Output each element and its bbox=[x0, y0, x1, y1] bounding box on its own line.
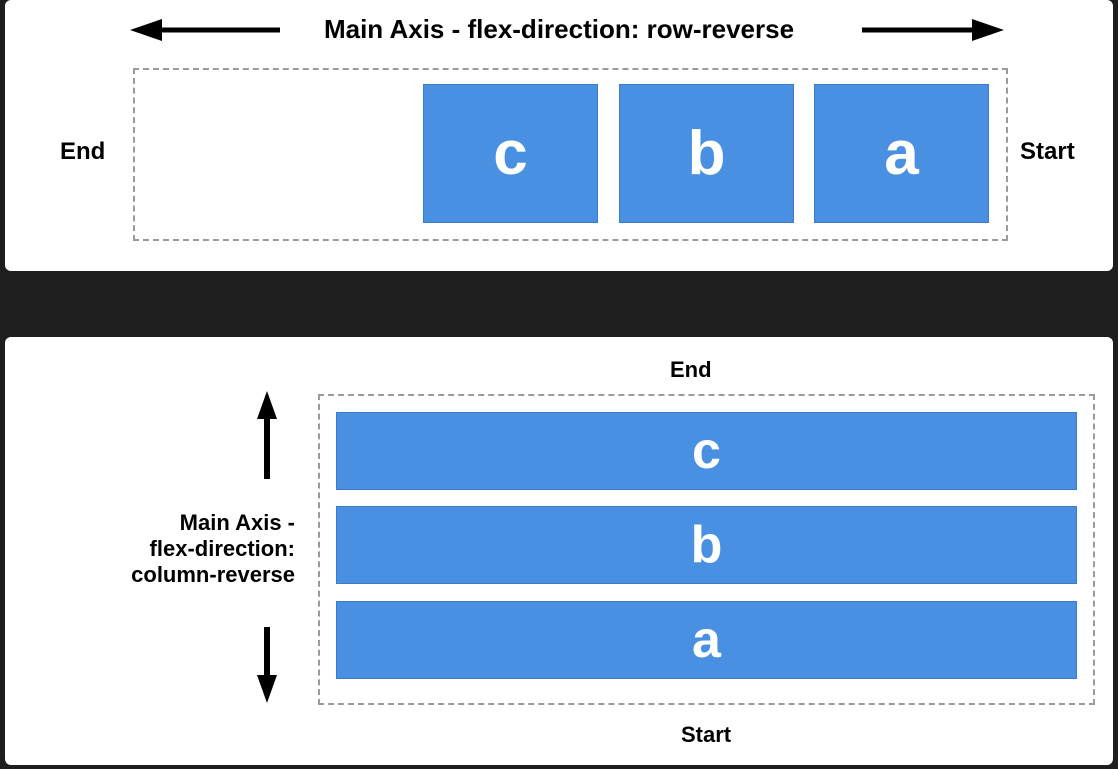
row-axis-title: Main Axis - flex-direction: row-reverse bbox=[323, 14, 795, 44]
column-item-a: a bbox=[336, 601, 1077, 679]
column-item-b: b bbox=[336, 506, 1077, 584]
column-item-c: c bbox=[336, 412, 1077, 490]
row-item-c: c bbox=[423, 84, 598, 223]
row-reverse-panel: Main Axis - flex-direction: row-reverse … bbox=[5, 0, 1113, 271]
column-start-label: Start bbox=[681, 722, 732, 747]
row-item-b: b bbox=[619, 84, 794, 223]
column-end-label: End bbox=[670, 357, 712, 382]
arrow-down-icon bbox=[257, 627, 277, 703]
column-axis-title-line-3: column-reverse bbox=[131, 562, 295, 587]
column-reverse-panel: End Main Axis - flex-direction: column-r… bbox=[5, 337, 1113, 765]
row-start-label: Start bbox=[1020, 138, 1075, 165]
arrow-up-icon bbox=[257, 391, 277, 479]
column-axis-title-line-1: Main Axis - bbox=[179, 510, 295, 535]
column-axis-title-line-2: flex-direction: bbox=[149, 536, 295, 561]
arrow-right-icon bbox=[862, 19, 1004, 41]
row-end-label: End bbox=[60, 138, 106, 165]
arrow-left-icon bbox=[130, 19, 280, 41]
row-item-a: a bbox=[814, 84, 989, 223]
row-flex-container bbox=[133, 68, 1008, 241]
column-axis-title: Main Axis - flex-direction: column-rever… bbox=[131, 510, 295, 588]
column-flex-container bbox=[318, 394, 1095, 705]
